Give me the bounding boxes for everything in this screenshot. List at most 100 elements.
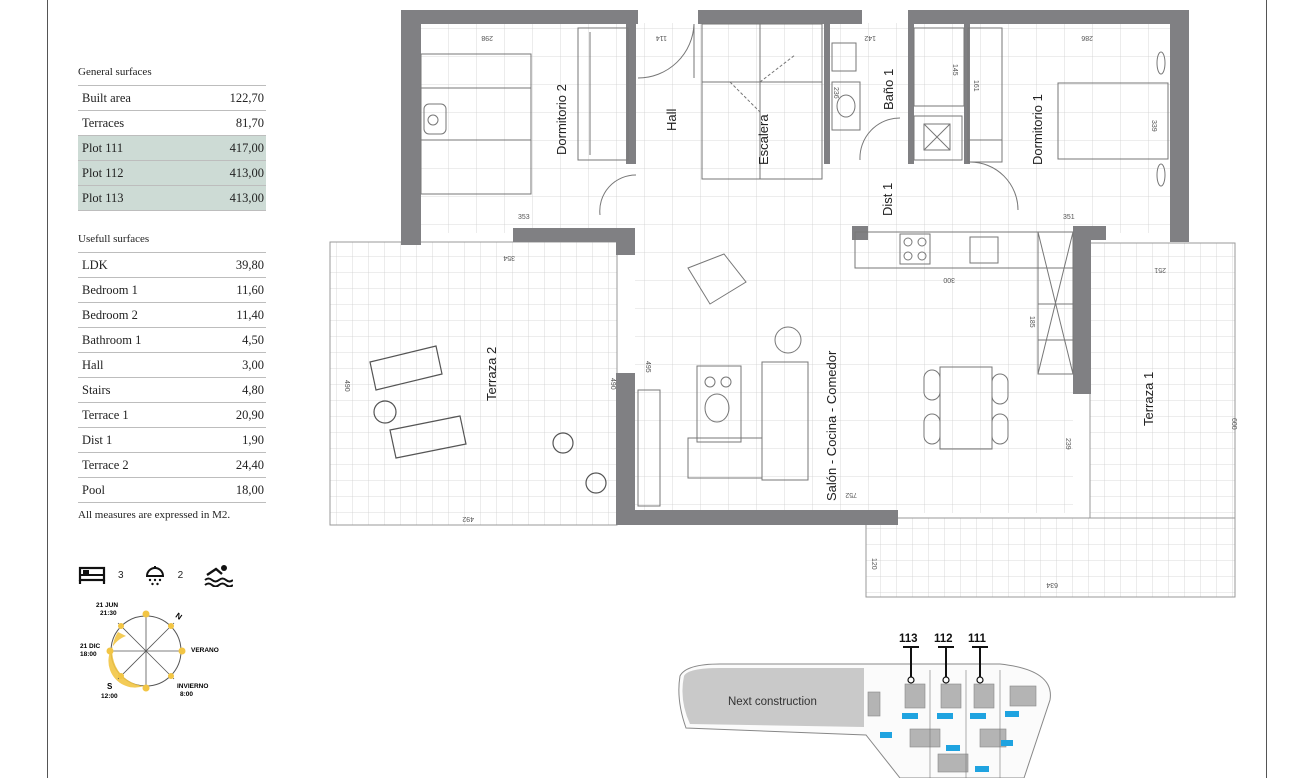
surface-value: 413,00 bbox=[188, 185, 266, 211]
surface-value: 4,80 bbox=[202, 377, 266, 403]
dim-339: 339 bbox=[1150, 120, 1157, 132]
kitchen-tall-units bbox=[1037, 231, 1074, 375]
terrace-furniture bbox=[369, 345, 607, 494]
coffee-table bbox=[696, 365, 742, 443]
wardrobe-2 bbox=[577, 27, 629, 161]
surface-label: Bedroom 1 bbox=[78, 277, 203, 303]
dim-490-right: 490 bbox=[609, 378, 616, 390]
surface-label: Built area bbox=[78, 85, 188, 111]
surface-value: 11,40 bbox=[202, 302, 266, 328]
surface-label: Terraces bbox=[78, 110, 188, 136]
shower-tray bbox=[913, 115, 963, 161]
next-construction-area bbox=[682, 668, 864, 727]
dim-634: 634 bbox=[1046, 581, 1058, 588]
next-construction-label: Next construction bbox=[728, 696, 817, 708]
dim-600: 600 bbox=[1230, 418, 1237, 430]
sun-path-diagram: 21 JUN 21:30 21 DIC 18:00 S 12:00 N VERA… bbox=[80, 602, 219, 700]
surface-value: 24,40 bbox=[202, 452, 266, 478]
armchair bbox=[687, 253, 747, 305]
dining-table bbox=[939, 366, 993, 450]
terraza-1-area bbox=[1089, 242, 1236, 519]
room-label-hall: Hall bbox=[664, 108, 679, 131]
entrance-door-swing bbox=[637, 23, 695, 79]
site-plot-111-label: 111 bbox=[968, 633, 987, 645]
dim-298: 298 bbox=[481, 34, 493, 41]
dim-185: 185 bbox=[1028, 316, 1035, 328]
sun-winter-path bbox=[108, 632, 144, 688]
measures-note: All measures are expressed in M2. bbox=[78, 509, 231, 521]
room-label-dist-1: Dist 1 bbox=[880, 183, 895, 216]
amenities-row: 3 2 bbox=[78, 563, 234, 587]
dim-353: 353 bbox=[518, 214, 530, 221]
surface-label: Pool bbox=[78, 477, 203, 503]
sun-label-invierno: INVIERNO bbox=[177, 683, 208, 690]
parasol bbox=[373, 400, 397, 424]
surface-value: 3,00 bbox=[202, 352, 266, 378]
shower-icon bbox=[145, 566, 164, 586]
surface-value: 413,00 bbox=[188, 160, 266, 186]
terrace-chair-1 bbox=[552, 432, 574, 454]
sofa bbox=[761, 361, 809, 481]
surface-label: Plot 111 bbox=[78, 135, 188, 161]
room-label-terraza-2: Terraza 2 bbox=[484, 347, 499, 401]
room-label-salon-cocina-comedor: Salón - Cocina - Comedor bbox=[824, 350, 839, 501]
bedrooms-count: 3 bbox=[118, 569, 124, 581]
dim-351: 351 bbox=[1063, 214, 1075, 221]
surface-value: 20,90 bbox=[202, 402, 266, 428]
surface-label: Terrace 1 bbox=[78, 402, 203, 428]
surface-label: Hall bbox=[78, 352, 203, 378]
walls bbox=[401, 10, 1189, 525]
dim-236: 236 bbox=[832, 87, 839, 99]
dim-120: 120 bbox=[870, 558, 877, 570]
room-label-dormitorio-2: Dormitorio 2 bbox=[554, 84, 569, 155]
dim-114: 114 bbox=[656, 34, 667, 41]
surface-value: 39,80 bbox=[202, 252, 266, 278]
dim-492: 492 bbox=[462, 515, 474, 522]
dim-161: 161 bbox=[972, 80, 979, 92]
dim-752: 752 bbox=[845, 491, 857, 498]
surface-label: Dist 1 bbox=[78, 427, 203, 453]
sunbed-2 bbox=[389, 415, 467, 459]
surface-value: 4,50 bbox=[202, 327, 266, 353]
terraza-2-area bbox=[329, 241, 618, 526]
terrace-chair-2 bbox=[585, 472, 607, 494]
surface-value: 1,90 bbox=[202, 427, 266, 453]
frame-right-line bbox=[1266, 0, 1267, 778]
room-label-escalera: Escalera bbox=[756, 114, 771, 165]
surface-value: 11,60 bbox=[202, 277, 266, 303]
surface-label: Terrace 2 bbox=[78, 452, 203, 478]
sun-markers bbox=[106, 610, 186, 692]
dimension-labels: 298 114 142 286 145 161 236 339 353 351 … bbox=[343, 34, 1237, 588]
surface-value: 122,70 bbox=[188, 85, 266, 111]
room-label-terraza-1: Terraza 1 bbox=[1141, 372, 1156, 426]
bathrooms-count: 2 bbox=[177, 569, 184, 581]
terraces bbox=[329, 241, 1236, 598]
surface-value: 18,00 bbox=[202, 477, 266, 503]
dim-142: 142 bbox=[864, 34, 876, 41]
sun-label-jun-time: 21:30 bbox=[100, 610, 117, 617]
staircase bbox=[701, 23, 823, 180]
sun-label-north: N bbox=[174, 611, 184, 622]
dim-354: 354 bbox=[503, 254, 515, 261]
dim-251: 251 bbox=[1154, 266, 1166, 273]
pools bbox=[880, 711, 1019, 772]
sun-label-dic: 21 DIC bbox=[80, 643, 101, 650]
sun-label-verano: VERANO bbox=[191, 647, 219, 654]
sun-label-south: S bbox=[107, 682, 113, 691]
room-labels: Dormitorio 2 Hall Escalera Baño 1 Dormit… bbox=[484, 69, 1156, 501]
surface-label: Plot 113 bbox=[78, 185, 188, 211]
toilet bbox=[831, 42, 857, 72]
dim-300: 300 bbox=[943, 276, 955, 283]
